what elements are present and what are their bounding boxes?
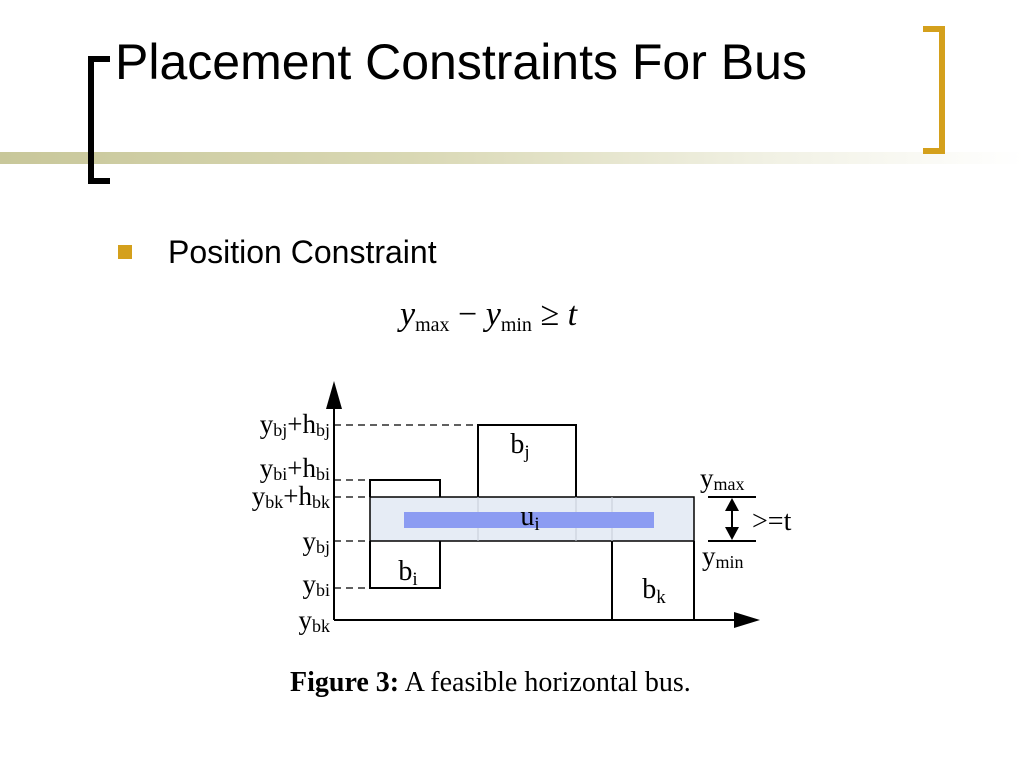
label-ybj: ybj (302, 526, 330, 557)
label-ybi-hbi: ybi+hbi (260, 453, 330, 484)
caption-label: Figure 3: (290, 667, 400, 698)
position-constraint-formula: ymax − ymin ≥ t (400, 296, 577, 337)
label-threshold: >=t (752, 506, 792, 537)
x-axis-arrowhead (734, 612, 760, 628)
block-bj (477, 424, 577, 497)
height-arrow-up (725, 498, 739, 511)
bullet-text: Position Constraint (168, 233, 437, 270)
block-bi-top (369, 479, 441, 497)
slide-title: Placement Constraints For Bus (115, 34, 807, 90)
label-block-bi: bi (398, 556, 417, 590)
left-bracket-decoration (88, 56, 110, 184)
y-axis-arrow (326, 381, 342, 409)
label-ybi: ybi (302, 569, 330, 600)
caption-text: A feasible horizontal bus. (404, 667, 691, 698)
title-underline-bar (0, 152, 1024, 164)
bullet-item: Position Constraint (118, 232, 437, 272)
label-ybj-hbj: ybj+hbj (260, 409, 330, 440)
label-ymin: ymin (702, 541, 744, 572)
right-bracket-decoration (923, 26, 945, 154)
formula-geq: ≥ (540, 296, 560, 333)
formula-sub-min: min (500, 314, 532, 336)
label-bus-ui: ui (520, 501, 539, 535)
formula-sub-max: max (415, 314, 450, 336)
formula-y-min: y (485, 296, 501, 333)
bus-diagram: ybj+hbj ybi+hbi ybk+hbk ybj ybi ybk bj u… (252, 381, 792, 636)
label-ymax: ymax (700, 463, 745, 494)
figure-caption: Figure 3: A feasible horizontal bus. (290, 667, 691, 699)
height-arrow-down (725, 527, 739, 540)
bus-wire (404, 512, 654, 528)
formula-minus: − (458, 296, 478, 333)
bullet-square-icon (118, 245, 132, 259)
formula-t: t (567, 296, 578, 333)
formula-y-max: y (400, 296, 416, 333)
block-bk (611, 541, 695, 621)
label-ybk: ybk (299, 605, 331, 636)
label-block-bj: bj (510, 429, 529, 463)
label-ybk-hbk: ybk+hbk (252, 481, 330, 512)
block-bi-bottom (369, 541, 441, 589)
label-block-bk: bk (642, 574, 666, 608)
